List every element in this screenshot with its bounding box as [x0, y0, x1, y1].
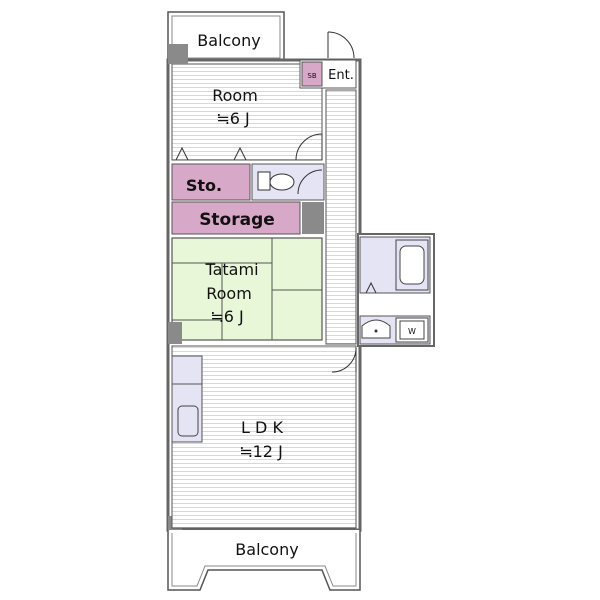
washer-label: W	[408, 327, 416, 336]
storage-label: Storage	[199, 210, 275, 230]
storage: Storage	[171, 201, 324, 235]
bath-area: W	[357, 233, 435, 347]
shoebox	[301, 61, 323, 87]
wall-block	[168, 322, 182, 344]
balcony-bottom: Balcony	[167, 530, 361, 591]
tatami-label-line2: Room	[206, 284, 252, 303]
kitchen-sink	[177, 405, 199, 437]
entrance: SB Ent.	[299, 31, 357, 89]
shoebox-label: SB	[307, 72, 316, 80]
wall-block	[168, 44, 188, 64]
balcony-top-label: Balcony	[197, 31, 260, 50]
ldk-label: L D K	[241, 418, 283, 437]
room-size: ≒6 J	[216, 109, 249, 128]
ldk: L D K ≒12 J	[171, 345, 357, 529]
corridor	[325, 89, 357, 345]
room-name: Room	[212, 86, 258, 105]
storage-small-label: Sto.	[186, 176, 222, 195]
ldk-size: ≒12 J	[239, 442, 283, 461]
tatami-room: Tatami Room ≒6 J	[171, 237, 323, 341]
tatami-label-line1: Tatami	[204, 260, 258, 279]
entrance-label: Ent.	[328, 68, 354, 83]
storage-small: Sto.	[171, 163, 251, 201]
toilet	[251, 163, 325, 201]
room-top: Room ≒6 J	[171, 63, 323, 161]
balcony-bottom-label: Balcony	[235, 540, 298, 559]
tatami-size: ≒6 J	[210, 307, 243, 326]
